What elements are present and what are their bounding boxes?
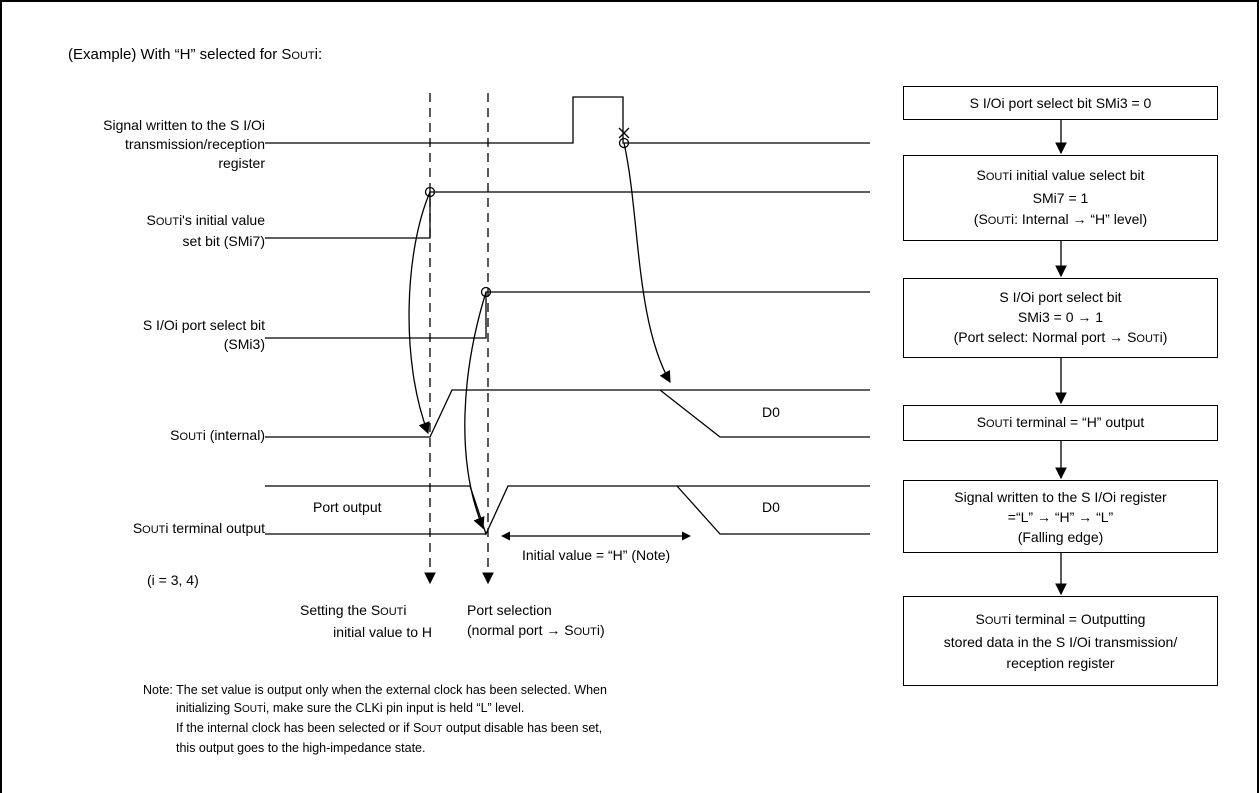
smi3-wave (265, 291, 870, 339)
sout-terminal-d0-wave (676, 485, 870, 535)
flow-step-6: SOUTi terminal = Outputting stored data … (903, 596, 1218, 686)
flow-step-3: S I/Oi port select bit SMi3 = 0 → 1 (Por… (903, 278, 1218, 358)
flow-step-2: SOUTi initial value select bit SMi7 = 1 … (903, 155, 1218, 241)
footnote: Note: The set value is output only when … (143, 683, 607, 755)
causal-arrow-1 (408, 191, 431, 435)
sout-internal-d0-wave (659, 389, 870, 438)
origin-dot-2 (480, 286, 492, 298)
index-note: (i = 3, 4) (147, 572, 199, 588)
cross-mark-b (618, 127, 630, 139)
write-signal-wave (265, 96, 870, 144)
flow-step-4: SOUTi terminal = “H” output (903, 405, 1218, 441)
label-port-select-bit: S I/Oi port select bit(SMi3) (142, 317, 265, 352)
d0-internal-label: D0 (762, 404, 780, 420)
flow-step-5: Signal written to the S I/Oi register =“… (903, 480, 1218, 553)
label-sout-terminal: SOUTi terminal output (132, 520, 265, 536)
initial-value-label: Initial value = “H” (Note) (522, 547, 671, 563)
setting-initial-value-label: Setting the SOUTi initial value to H (300, 602, 432, 640)
port-selection-label: Port selection (normal port → SOUTi) (467, 602, 605, 638)
smi7-wave (265, 191, 870, 239)
label-initial-value-bit: SOUTi's initial value set bit (SMi7) (146, 212, 265, 249)
causal-arrow-2 (464, 291, 487, 530)
diagram-heading: (Example) With “H” selected for SOUTi: (68, 46, 323, 63)
port-output-label: Port output (313, 499, 382, 515)
sout-terminal-wave (265, 485, 870, 536)
d0-terminal-label: D0 (762, 499, 780, 515)
label-sout-internal: SOUTi (internal) (170, 427, 265, 443)
flow-step-1: S I/Oi port select bit SMi3 = 0 (903, 86, 1218, 120)
origin-dot-3 (618, 137, 630, 149)
causal-arrow-3 (623, 142, 671, 384)
sout-internal-wave (265, 389, 870, 438)
origin-dot-1 (424, 186, 436, 198)
